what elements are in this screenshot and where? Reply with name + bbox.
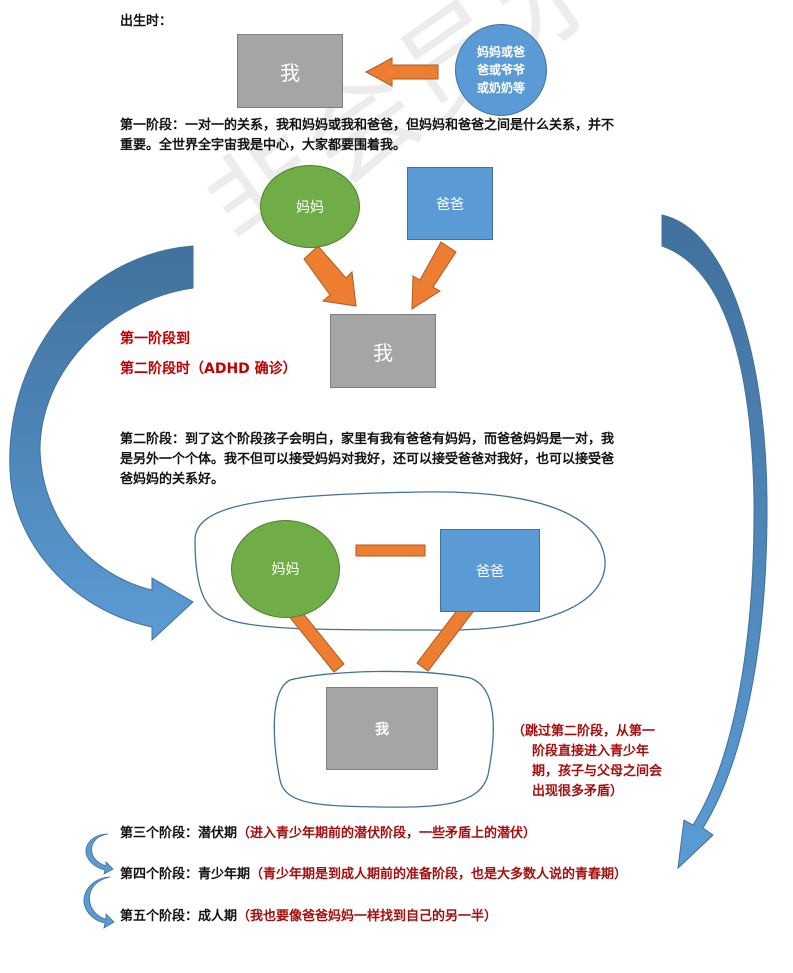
left-curved-arrow [9, 245, 194, 642]
skip-note-line: 出现很多矛盾） [532, 784, 624, 799]
mom-dad-link [355, 544, 426, 557]
caregiver-ellipse: 妈妈或爸 爸或爷爷 或奶奶等 [455, 24, 547, 116]
stage1-me-label: 我 [373, 340, 393, 365]
family-enclosure [194, 491, 606, 631]
skip-note: （跳过第二阶段，从第一 阶段直接进入青少年 期，孩子与父母之间会 出现很多矛盾） [512, 722, 662, 802]
stage1-line: 重要。全世界全宇宙我是中心，大家都要围着我。 [120, 138, 407, 153]
stage2-line: 第二阶段：到了这个阶段孩子会明白，家里有我有爸爸有妈妈，而爸爸妈妈是一对，我 [120, 432, 615, 447]
birth-heading: 出生时： [120, 14, 173, 29]
caregiver-line: 或奶奶等 [476, 81, 525, 95]
stage1-mom-ellipse: 妈妈 [260, 165, 360, 248]
stage5-note: （我也要像爸爸妈妈一样找到自己的另一半） [237, 909, 498, 924]
stage3-title: 第三个阶段：潜伏期 [120, 826, 238, 841]
stage5-row: 第五个阶段：成人期（我也要像爸爸妈妈一样找到自己的另一半） [120, 907, 497, 927]
transition-line-2: 第二阶段时（ADHD 确诊） [120, 361, 297, 377]
stage4-row: 第四个阶段：青少年期（青少年期是到成人期前的准备阶段，也是大多数人说的青春期） [120, 865, 627, 885]
stage1-me-box: 我 [330, 314, 436, 388]
stage5-title: 第五个阶段：成人期 [120, 909, 238, 924]
birth-me-label: 我 [280, 60, 300, 85]
mom-to-me-arrow [303, 245, 357, 307]
stage1-mom-label: 妈妈 [296, 199, 324, 216]
stage2-me-box: 我 [326, 687, 438, 770]
transition-line-1: 第一阶段到 [120, 331, 190, 347]
stage1-dad-box: 爸爸 [407, 167, 493, 240]
stage2-mom-label: 妈妈 [271, 562, 300, 578]
stage2-line: 爸妈妈的关系好。 [120, 472, 225, 487]
stage1-description: 第一阶段：一对一的关系，我和妈妈或我和爸爸，但妈妈和爸爸之间是什么关系，并不 重… [120, 116, 700, 156]
skip-note-line: 阶段直接进入青少年 [532, 744, 650, 759]
birth-arrow [364, 57, 439, 87]
birth-me-box: 我 [237, 34, 343, 108]
dad-to-me-arrow [411, 241, 457, 310]
right-curved-arrow [661, 214, 768, 870]
transition-note: 第一阶段到 第二阶段时（ADHD 确诊） [120, 324, 297, 384]
stage2-line: 是另外一个个体。我不但可以接受妈妈对我好，还可以接受爸爸对我好，也可以接受爸 [120, 452, 615, 467]
skip-note-line: （跳过第二阶段，从第一 [512, 724, 656, 739]
stage2-description: 第二阶段：到了这个阶段孩子会明白，家里有我有爸爸有妈妈，而爸爸妈妈是一对，我 是… [120, 430, 700, 490]
stage2-dad-label: 爸爸 [476, 563, 504, 580]
me-enclosure [273, 670, 494, 808]
stage3-row: 第三个阶段：潜伏期（进入青少年期前的潜伏阶段，一些矛盾上的潜伏） [120, 824, 536, 844]
stage2-me-label: 我 [375, 721, 389, 738]
stage1-line: 第一阶段：一对一的关系，我和妈妈或我和爸爸，但妈妈和爸爸之间是什么关系，并不 [120, 118, 615, 133]
stage3-note: （进入青少年期前的潜伏阶段，一些矛盾上的潜伏） [237, 826, 537, 841]
stage4-title: 第四个阶段：青少年期 [120, 867, 251, 882]
stage4-note: （青少年期是到成人期前的准备阶段，也是大多数人说的青春期） [250, 867, 628, 882]
stage2-dad-box: 爸爸 [440, 529, 540, 612]
caregiver-line: 爸或爷爷 [476, 63, 525, 77]
skip-note-line: 期，孩子与父母之间会 [532, 764, 663, 779]
stage3-to-4-arrow [85, 833, 114, 875]
stage2-mom-ellipse: 妈妈 [231, 520, 340, 618]
stage1-dad-label: 爸爸 [436, 196, 464, 213]
caregiver-line: 妈妈或爸 [476, 45, 525, 59]
stage4-to-5-arrow [83, 876, 115, 929]
